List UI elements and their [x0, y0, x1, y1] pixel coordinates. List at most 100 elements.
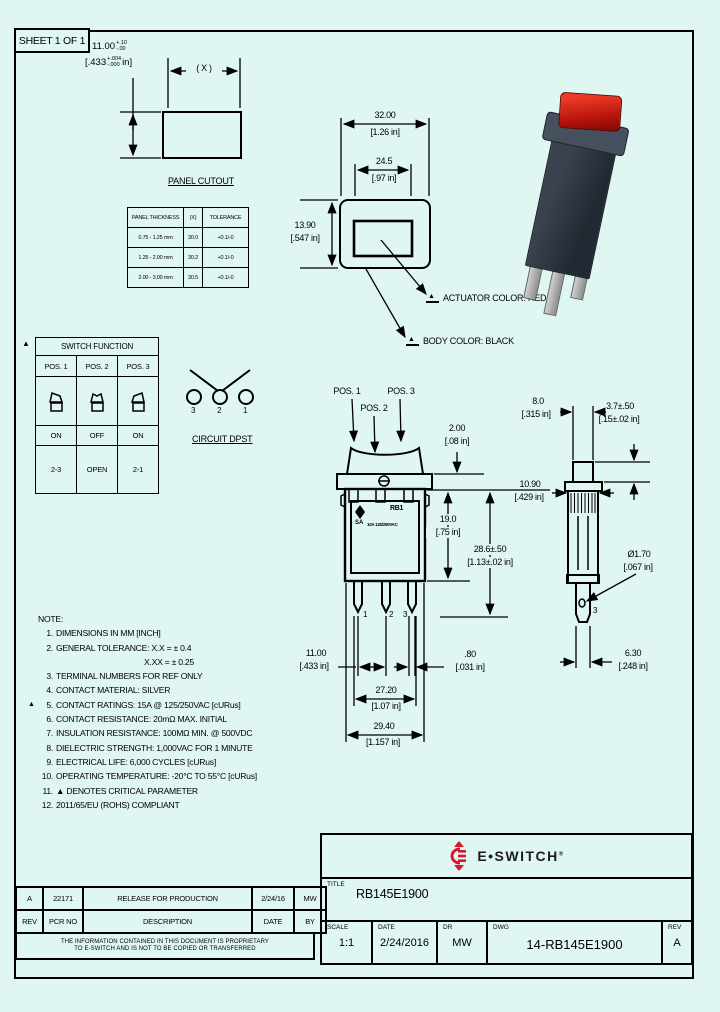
table-row: 0.75 - 1.25 mm 30.0 +0.1/-0 — [127, 227, 249, 248]
panel-thickness-table: PANEL THICKNESS (X) TOLERANCE 0.75 - 1.2… — [127, 207, 249, 288]
table-header-row: PANEL THICKNESS (X) TOLERANCE — [127, 207, 249, 228]
front-terminal-2: 2 — [389, 610, 394, 619]
pos3-label: POS. 3 — [117, 355, 159, 377]
front-width-dim-mm: 29.40 — [373, 721, 395, 731]
part-number-title: RB145E1900 — [356, 887, 429, 901]
registered-mark: ® — [558, 851, 565, 858]
body-color-callout: ▲ BODY COLOR: BLACK — [406, 335, 514, 346]
revision-row: A 22171 RELEASE FOR PRODUCTION 2/24/16 M… — [15, 886, 327, 911]
front-overall-dim-mm: 28.6±.50 — [464, 544, 516, 555]
description-value: RELEASE FOR PRODUCTION — [82, 886, 253, 911]
date-header: DATE — [251, 909, 295, 934]
rev-header: REV — [15, 909, 44, 934]
note-item: 9.ELECTRICAL LIFE: 6,000 CYCLES [cURus] — [46, 756, 216, 767]
top-height-dim-mm: 13.90 — [294, 220, 316, 230]
col-panel-thickness: PANEL THICKNESS — [127, 207, 184, 228]
note-item-continuation: X.XX = ± 0.25 — [144, 656, 194, 667]
eswitch-logo-icon — [450, 841, 467, 871]
date-value: 2/24/16 — [251, 886, 295, 911]
side-terminal-dim-in: [.248 in] — [618, 661, 648, 671]
photo-switch-body — [524, 134, 618, 280]
revision-cell: REV A — [668, 924, 682, 949]
title-label: TITLE — [327, 881, 345, 888]
note-item: 3.TERMINAL NUMBERS FOR REF ONLY — [46, 671, 203, 682]
note-item: 12.2011/65/EU (ROHS) COMPLIANT — [41, 799, 180, 810]
side-body-dim-in: [.429 in] — [514, 492, 544, 502]
body-marking-model: RB1 — [390, 505, 404, 512]
rocker-pos3-icon — [117, 376, 159, 426]
revision-header-row: REV PCR NO DESCRIPTION DATE BY — [15, 909, 327, 934]
circuit-terminal-1: 1 — [243, 406, 248, 415]
pcr-value: 22171 — [42, 886, 84, 911]
front-overall-dim-in: [1.13±.02 in] — [452, 557, 528, 568]
body-marking-cert: SA — [355, 520, 364, 526]
photo-red-rocker — [558, 91, 623, 133]
front-terminal-3: 3 — [403, 610, 408, 619]
critical-triangle-icon: ▲ — [406, 335, 419, 346]
pos1-state: ON — [35, 425, 77, 446]
critical-triangle-icon: ▲ — [28, 700, 35, 708]
rocker-pos2-icon — [76, 376, 118, 426]
drawn-by-cell: DR MW — [438, 922, 488, 963]
proprietary-notice: THE INFORMATION CONTAINED IN THIS DOCUME… — [15, 932, 315, 960]
revision-table: A 22171 RELEASE FOR PRODUCTION 2/24/16 M… — [15, 886, 327, 934]
front-pos3-label: POS. 3 — [387, 386, 415, 396]
top-actuator-dim-mm: 24.5 — [375, 156, 393, 166]
panel-cutout-title: PANEL CUTOUT — [168, 176, 234, 186]
side-hole-dim-mm: Ø1.70 — [627, 549, 651, 559]
brand-row: E•SWITCH® — [322, 835, 691, 879]
pos2-state: OFF — [76, 425, 118, 446]
drawing-frame — [14, 30, 694, 979]
body-color-label: BODY COLOR: BLACK — [422, 336, 514, 346]
date-cell: DATE 2/24/2016 — [373, 922, 438, 963]
note-item-critical: ▲5.CONTACT RATINGS: 15A @ 125/250VAC [cU… — [28, 698, 298, 712]
pos3-state: ON — [117, 425, 159, 446]
front-terminal-dim-in: [.031 in] — [455, 662, 485, 672]
actuator-color-label: ACTUATOR COLOR: RED — [442, 293, 547, 303]
side-terminal-dim-mm: 6.30 — [624, 648, 642, 658]
front-body-dim-in: [.75 in] — [426, 527, 470, 538]
note-item: 1.DIMENSIONS IN MM [INCH] — [46, 628, 161, 639]
tolerance-stack: +.10 -.00 — [116, 40, 127, 52]
brand-name: E•SWITCH® — [477, 848, 565, 864]
scale-cell: SCALE 1:1 — [322, 922, 373, 963]
front-pitch-dim-in: [.433 in] — [299, 661, 329, 671]
front-pos2-label: POS. 2 — [360, 403, 388, 413]
front-rocker-dim-in: [.08 in] — [444, 436, 470, 446]
title-block-fields: SCALE 1:1 DATE 2/24/2016 DR MW DWG 14-RB… — [322, 922, 691, 963]
note-item: 4.CONTACT MATERIAL: SILVER — [46, 685, 171, 696]
table-row: 2.00 - 3.00 mm 30.5 +0.1/-0 — [127, 267, 249, 288]
circuit-label: CIRCUIT DPST — [192, 434, 253, 444]
side-actuator-dim-mm: 8.0 — [532, 396, 544, 406]
switch-function-title: SWITCH FUNCTION — [35, 337, 159, 356]
col-tolerance: TOLERANCE — [202, 207, 249, 228]
tolerance-stack: +.004 -.000 — [107, 56, 122, 68]
col-x: (X) — [183, 207, 203, 228]
side-body-dim-mm: 10.90 — [519, 479, 541, 489]
title-block: E•SWITCH® TITLE RB145E1900 SCALE 1:1 DAT… — [320, 833, 693, 965]
top-height-dim-in: [.547 in] — [290, 233, 320, 243]
circuit-terminal-3: 3 — [191, 406, 196, 415]
front-pos1-label: POS. 1 — [333, 386, 361, 396]
actuator-color-callout: ▲ ACTUATOR COLOR: RED — [426, 292, 547, 303]
circuit-terminal-2: 2 — [217, 406, 222, 415]
side-hole-dim-in: [.067 in] — [623, 562, 653, 572]
note-item: 11.▲ DENOTES CRITICAL PARAMETER — [42, 785, 198, 796]
side-stub-dim-mm: 3.7±.50 — [606, 401, 634, 411]
top-actuator-dim-in: [.97 in] — [371, 173, 397, 183]
switch-function-table: SWITCH FUNCTION POS. 1 POS. 2 POS. 3 ON … — [35, 337, 159, 494]
top-width-dim-in: [1.26 in] — [370, 127, 400, 137]
panel-cutout-height-dim-in: [.433 +.004 -.000 in] — [85, 56, 133, 68]
note-item: 2.GENERAL TOLERANCE: X.X = ± 0.4 — [46, 642, 192, 653]
notes-heading: NOTE: — [38, 614, 64, 624]
critical-triangle-icon: ▲ — [426, 292, 439, 303]
pcr-header: PCR NO — [42, 909, 84, 934]
front-pitch-dim-mm: 11.00 — [305, 648, 327, 658]
front-body-dim-mm: 19.0 — [430, 514, 466, 525]
side-actuator-dim-in: [.315 in] — [521, 409, 551, 419]
notes-list: NOTE: 1.DIMENSIONS IN MM [INCH] 2.GENERA… — [28, 612, 298, 812]
side-terminal-3: 3 — [593, 606, 598, 615]
pos2-circuit: OPEN — [76, 445, 118, 494]
